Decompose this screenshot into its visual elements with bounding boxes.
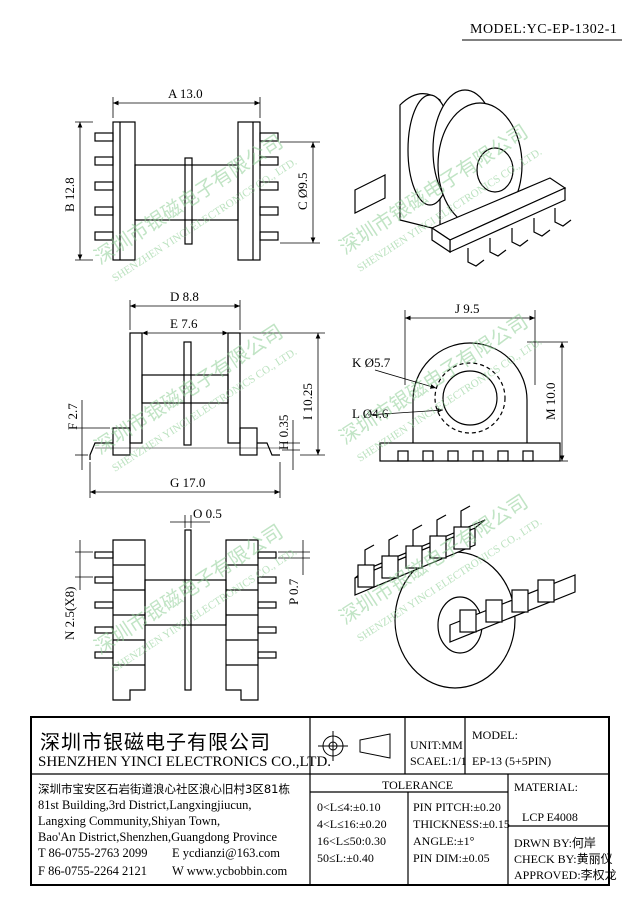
drawn-by: DRWN BY:何岸 (514, 836, 596, 850)
material-label: MATERIAL: (514, 780, 578, 794)
check-by: CHECK BY:黄丽仪 (514, 852, 613, 866)
company-name-en: SHENZHEN YINCI ELECTRONICS CO.,LTD. (38, 754, 332, 770)
address-line-2: 81st Building,3rd District,Langxingjiucu… (38, 798, 252, 812)
company-name-cn: 深圳市银磁电子有限公司 (40, 730, 271, 754)
email: E ycdianzi@163.com (172, 846, 281, 860)
side-view (75, 300, 325, 498)
pin-spec-3: ANGLE:±1° (413, 834, 475, 848)
dim-d-label: D 8.8 (170, 289, 199, 304)
address-line-1: 深圳市宝安区石岩街道浪心社区浪心旧村3区81栋 (38, 782, 290, 796)
pin-spec-4: PIN DIM:±0.05 (413, 851, 490, 865)
dim-g-label: G 17.0 (170, 475, 205, 490)
model-value: EP-13 (5+5PIN) (472, 754, 552, 768)
dim-i-label: I 10.25 (300, 383, 315, 420)
material-value: LCP E4008 (522, 810, 578, 824)
tolerance-row-3: 16<L≤50:0.30 (317, 834, 387, 848)
tolerance-row-4: 50≤L:±0.40 (317, 851, 374, 865)
model-label: MODEL: (472, 728, 518, 742)
dim-n-label: N 2.5(X8) (62, 587, 77, 640)
address-line-4: Bao'An District,Shenzhen,Guangdong Provi… (38, 830, 278, 844)
fax: F 86-0755-2264 2121 (38, 864, 148, 878)
dim-h-label: H 0.35 (276, 415, 291, 450)
tolerance-row-1: 0<L≤4:±0.10 (317, 800, 381, 814)
svg-text:深圳市银磁电子有限公司: 深圳市银磁电子有限公司 (90, 129, 288, 269)
top-view (75, 97, 320, 261)
dim-o-label: O 0.5 (193, 506, 222, 521)
approved-by: APPROVED:李权龙 (514, 868, 617, 882)
unit: UNIT:MM (410, 738, 463, 752)
title-block: 深圳市银磁电子有限公司 SHENZHEN YINCI ELECTRONICS C… (30, 716, 617, 886)
dim-p-label: P 0.7 (286, 578, 301, 605)
front-view (367, 310, 568, 462)
model-header: MODEL:YC-EP-1302-1 (470, 22, 618, 37)
isometric-view-top (354, 89, 572, 267)
bottom-view (75, 515, 310, 701)
dim-m-label: M 10.0 (543, 382, 558, 420)
address-line-3: Langxing Community,Shiyan Town, (38, 814, 221, 828)
dim-c-label: C Ø9.5 (295, 172, 310, 210)
dim-e-label: E 7.6 (170, 316, 198, 331)
tolerance-row-2: 4<L≤16:±0.20 (317, 817, 387, 831)
svg-text:深圳市银磁电子有限公司: 深圳市银磁电子有限公司 (335, 309, 533, 449)
website: W www.ycbobbin.com (172, 864, 288, 878)
dim-j-label: J 9.5 (455, 301, 480, 316)
pin-spec-2: THICKNESS:±0.15 (413, 817, 510, 831)
tel: T 86-0755-2763 2099 (38, 846, 148, 860)
dim-l-label: L Ø4.6 (352, 406, 389, 421)
scale: SCAEL:1/1 (410, 754, 467, 768)
pin-spec-1: PIN PITCH:±0.20 (413, 800, 501, 814)
title-block-grid (32, 718, 608, 884)
isometric-view-bottom (354, 505, 576, 689)
dim-a-label: A 13.0 (168, 86, 203, 101)
tolerance-title: TOLERANCE (382, 778, 454, 792)
dim-f-label: F 2.7 (65, 403, 80, 430)
dim-k-label: K Ø5.7 (352, 355, 391, 370)
dim-b-label: B 12.8 (62, 177, 77, 212)
